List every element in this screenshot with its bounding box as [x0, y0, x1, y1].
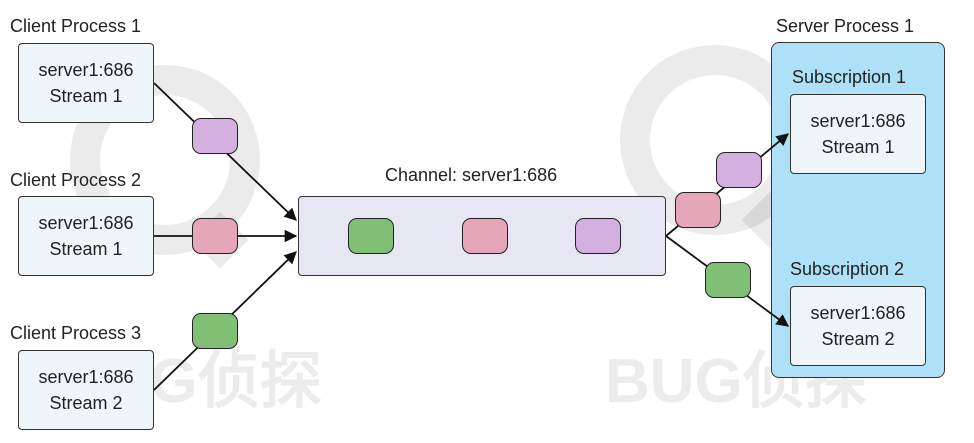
client-3-stream-box: server1:686 Stream 2: [18, 350, 154, 430]
server-process-title: Server Process 1: [776, 16, 915, 36]
message-out-purple: [716, 152, 762, 188]
message-client3-green: [192, 313, 238, 349]
client-1-title: Client Process 1: [10, 16, 142, 36]
client-2-address: server1:686: [38, 213, 134, 233]
client-1-stream: Stream 1: [49, 86, 123, 106]
subscription-2-address: server1:686: [810, 303, 906, 323]
client-1-stream-box: server1:686 Stream 1: [18, 43, 154, 123]
client-3-address: server1:686: [38, 367, 134, 387]
message-channel-green: [348, 218, 394, 254]
subscription-2-title: Subscription 2: [790, 259, 905, 279]
client-3-title: Client Process 3: [10, 323, 142, 343]
subscription-1-title: Subscription 1: [792, 67, 907, 87]
subscription-1-address: server1:686: [810, 111, 906, 131]
subscription-1-stream: Stream 1: [821, 137, 895, 157]
client-1-address: server1:686: [38, 60, 134, 80]
message-out-green: [705, 262, 751, 298]
subscription-2-stream: Stream 2: [821, 329, 895, 349]
message-out-pink: [675, 192, 721, 228]
client-3-stream: Stream 2: [49, 393, 123, 413]
message-channel-pink: [462, 218, 508, 254]
subscription-2-stream-box: server1:686 Stream 2: [790, 286, 926, 366]
message-client2-pink: [192, 218, 238, 254]
client-2-title: Client Process 2: [10, 170, 142, 190]
subscription-1-stream-box: server1:686 Stream 1: [790, 94, 926, 174]
client-2-stream-box: server1:686 Stream 1: [18, 196, 154, 276]
message-channel-purple: [575, 218, 621, 254]
channel-label: Channel: server1:686: [385, 165, 558, 185]
message-client1-purple: [192, 118, 238, 154]
client-2-stream: Stream 1: [49, 239, 123, 259]
